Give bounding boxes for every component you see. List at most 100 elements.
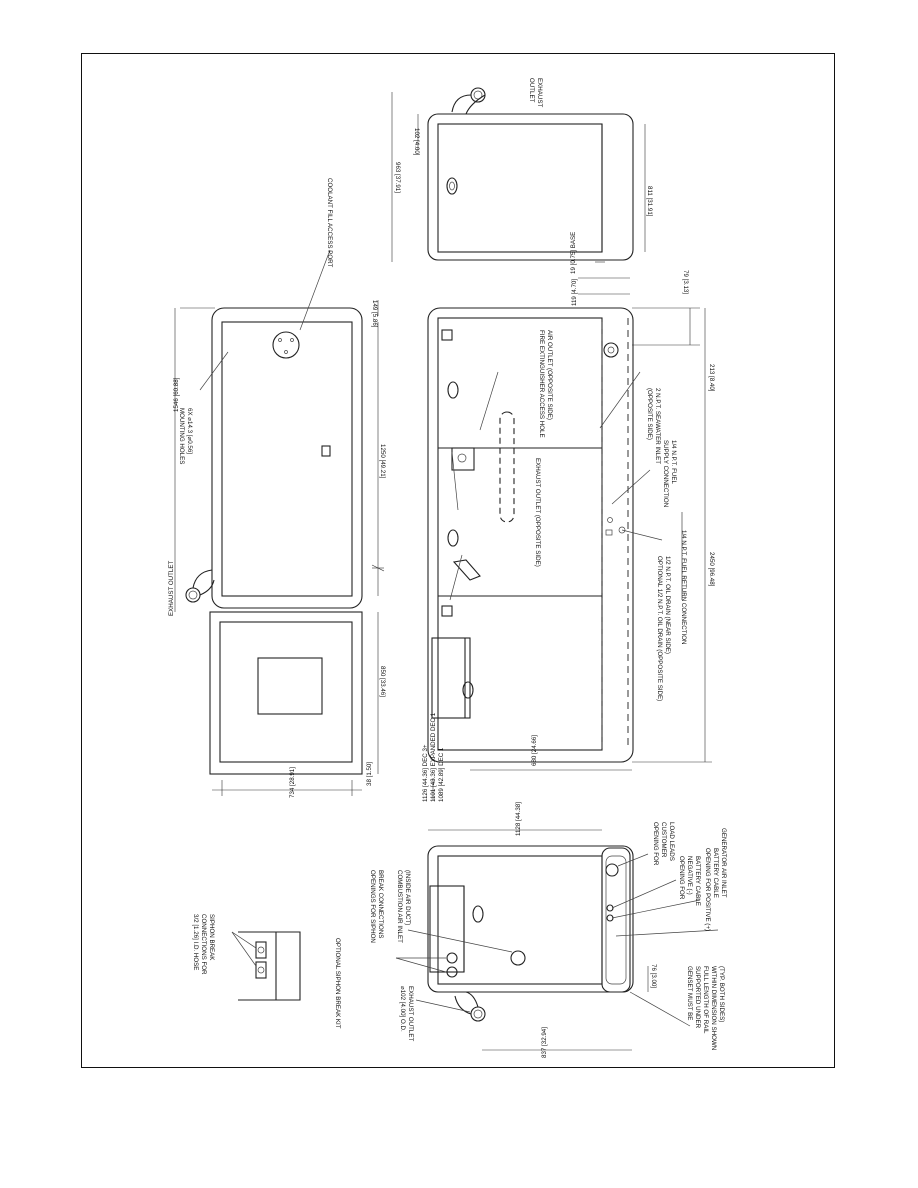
end-view-top bbox=[391, 87, 646, 263]
side-view bbox=[427, 277, 712, 800]
dim-850: 850 [33.46] bbox=[379, 666, 386, 697]
svg-text:EXHAUST OUTLET: EXHAUST OUTLET bbox=[407, 986, 414, 1041]
svg-text:OPTIONAL 1/2 N.P.T. OIL DRAIN: OPTIONAL 1/2 N.P.T. OIL DRAIN (OPPOSITE … bbox=[656, 556, 663, 701]
dim-119: 119 [4.70] bbox=[571, 279, 578, 306]
svg-text:(OPPOSITE SIDE): (OPPOSITE SIDE) bbox=[646, 388, 653, 440]
exhaust-opposite-label: EXHAUST OUTLET (OPPOSITE SIDE) bbox=[534, 458, 541, 567]
positive-label-2: BATTERY CABLE bbox=[712, 848, 719, 898]
dim-213: 213 [8.40] bbox=[708, 364, 715, 392]
negative-label-1: OPENING FOR bbox=[678, 856, 685, 900]
dim-1126: 1126 [44.36] DEC 3+ bbox=[422, 744, 429, 802]
genset-label-1: GENSET MUST BE bbox=[686, 966, 693, 1020]
svg-text:CUSTOMER: CUSTOMER bbox=[660, 822, 667, 858]
dim-2450: 2450 [96.48] bbox=[708, 552, 715, 587]
air-outlet-label: AIR OUTLET (OPPOSITE SIDE) bbox=[546, 330, 553, 420]
svg-text:WITHIN DIMENSION SHOWN: WITHIN DIMENSION SHOWN bbox=[710, 966, 717, 1050]
svg-text:SIPHON BREAK: SIPHON BREAK bbox=[208, 914, 215, 961]
oil-drain-label-1: 1/2 N.P.T. OIL DRAIN (NEAR SIDE) bbox=[664, 556, 671, 654]
openings-siphon-label-1: OPENINGS FOR SIPHON bbox=[369, 870, 376, 943]
gen-air-label: GENERATOR AIR INLET bbox=[720, 828, 727, 898]
svg-text:SUPPLY CONNECTION: SUPPLY CONNECTION bbox=[662, 440, 669, 507]
dim-1128: 1128 [44.38] bbox=[515, 802, 522, 836]
svg-text:NEGATIVE (-): NEGATIVE (-) bbox=[686, 856, 693, 895]
dim-79: 79 [3.13] bbox=[682, 270, 689, 294]
svg-text:(INSIDE AIR DUCT): (INSIDE AIR DUCT) bbox=[404, 870, 411, 925]
dim-1089: 1089 [42.89] DEC 1 bbox=[438, 747, 445, 802]
dim-102: 102 [4.00] bbox=[413, 128, 420, 156]
negative-label-2: NEGATIVE (-) bbox=[686, 856, 693, 895]
svg-text:3/2 [1.26] I.D. HOSE: 3/2 [1.26] I.D. HOSE bbox=[192, 914, 199, 970]
dim-1101: 1101 [43.36] EXPANDED DEC 1 bbox=[430, 712, 437, 802]
seawater-label-1: 2 N.P.T. SEAWATER INLET bbox=[654, 388, 661, 464]
svg-text:1/2 N.P.T. OIL DRAIN (NEAR SID: 1/2 N.P.T. OIL DRAIN (NEAR SIDE) bbox=[664, 556, 671, 654]
mounting-holes-label-2: MOUNTING HOLES bbox=[178, 408, 185, 464]
openings-siphon-label-2: BREAK CONNECTIONS bbox=[377, 870, 384, 938]
dim-1250: 1250 [49.21] bbox=[379, 444, 386, 479]
svg-text:OPENING FOR POSITIVE (+): OPENING FOR POSITIVE (+) bbox=[704, 848, 711, 931]
siphon-conn-label-2: CONNECTIONS FOR bbox=[200, 914, 207, 975]
exhaust-outlet-top-label-2: OUTLET bbox=[528, 78, 535, 103]
dim-149: 149 [5.86] bbox=[371, 300, 378, 328]
svg-text:(TYP. BOTH SIDES): (TYP. BOTH SIDES) bbox=[718, 966, 725, 1022]
svg-text:MOUNTING HOLES: MOUNTING HOLES bbox=[178, 408, 185, 464]
dim-38: 38 [1.50] bbox=[366, 762, 373, 786]
svg-text:1/4 N.P.T. FUEL RETURN CONNECT: 1/4 N.P.T. FUEL RETURN CONNECTION bbox=[680, 530, 687, 644]
exhaust-od-label-1: ⌀102 [4.00] O.D. bbox=[399, 986, 406, 1032]
customer-label-3: LOAD LEADS bbox=[668, 822, 675, 861]
genset-label-3: FULL LENGTH OF RAIL bbox=[702, 966, 709, 1034]
svg-text:BATTERY CABLE: BATTERY CABLE bbox=[694, 856, 701, 906]
siphon-conn-label-1: SIPHON BREAK bbox=[208, 914, 215, 961]
dim-76: 76 [3.00] bbox=[650, 964, 657, 988]
fire-extinguisher-label: FIRE EXTINGUISHER ACCESS HOLE bbox=[538, 330, 545, 438]
siphon-kit-label: OPTIONAL SIPHON BREAK KIT bbox=[334, 938, 341, 1029]
dim-19-base: 19 [0.75] BASE bbox=[570, 232, 577, 274]
siphon-break-kit bbox=[231, 931, 301, 1001]
exhaust-od-label-2: EXHAUST OUTLET bbox=[407, 986, 414, 1041]
svg-text:1/4 N.P.T. FUEL: 1/4 N.P.T. FUEL bbox=[670, 440, 677, 484]
dim-811: 811 [31.91] bbox=[646, 186, 653, 217]
svg-text:FULL LENGTH OF RAIL: FULL LENGTH OF RAIL bbox=[702, 966, 709, 1034]
negative-label-3: BATTERY CABLE bbox=[694, 856, 701, 906]
dim-680: 680 [24.66] bbox=[531, 735, 538, 766]
svg-text:2 N.P.T. SEAWATER INLET: 2 N.P.T. SEAWATER INLET bbox=[654, 388, 661, 464]
svg-text:BREAK CONNECTIONS: BREAK CONNECTIONS bbox=[377, 870, 384, 938]
mounting-holes-label-1: 6X ⌀14.3 [⌀0.56] bbox=[186, 408, 193, 454]
svg-text:LOAD LEADS: LOAD LEADS bbox=[668, 822, 675, 861]
exhaust-outlet-left-label: EXHAUST OUTLET bbox=[168, 561, 175, 616]
dim-963: 963 [37.91] bbox=[394, 162, 401, 193]
dim-734: 734 [28.91] bbox=[289, 767, 296, 798]
svg-text:EXHAUST: EXHAUST bbox=[536, 78, 543, 107]
svg-text:6X ⌀14.3 [⌀0.56]: 6X ⌀14.3 [⌀0.56] bbox=[186, 408, 193, 454]
genset-label-5: (TYP. BOTH SIDES) bbox=[718, 966, 725, 1022]
fuel-supply-label-2: SUPPLY CONNECTION bbox=[662, 440, 669, 507]
seawater-label-2: (OPPOSITE SIDE) bbox=[646, 388, 653, 440]
dim-1546: 1546 [60.88] bbox=[173, 377, 180, 412]
svg-text:CONNECTIONS FOR: CONNECTIONS FOR bbox=[200, 914, 207, 975]
svg-text:GENSET MUST BE: GENSET MUST BE bbox=[686, 966, 693, 1020]
customer-label-1: OPENING FOR bbox=[652, 822, 659, 866]
svg-text:OUTLET: OUTLET bbox=[528, 78, 535, 103]
front-view bbox=[395, 829, 719, 1051]
oil-drain-label-2: OPTIONAL 1/2 N.P.T. OIL DRAIN (OPPOSITE … bbox=[656, 556, 663, 701]
fuel-supply-label-1: 1/4 N.P.T. FUEL bbox=[670, 440, 677, 484]
exhaust-outlet-top-label-1: EXHAUST bbox=[536, 78, 543, 107]
svg-text:SUPPORTED UNDER: SUPPORTED UNDER bbox=[694, 966, 701, 1029]
combustion-label-1: COMBUSTION AIR INLET bbox=[396, 870, 403, 943]
top-view bbox=[174, 249, 385, 796]
oil-drain-label-3: 1/4 N.P.T. FUEL RETURN CONNECTION bbox=[680, 530, 687, 644]
svg-text:BATTERY CABLE: BATTERY CABLE bbox=[712, 848, 719, 898]
dim-837: 837 [32.94] bbox=[541, 1027, 548, 1058]
customer-label-2: CUSTOMER bbox=[660, 822, 667, 858]
combustion-label-2: (INSIDE AIR DUCT) bbox=[404, 870, 411, 925]
svg-text:OPENING FOR: OPENING FOR bbox=[652, 822, 659, 866]
drawing-frame bbox=[81, 53, 835, 1068]
svg-text:COMBUSTION AIR INLET: COMBUSTION AIR INLET bbox=[396, 870, 403, 943]
svg-text:OPENINGS FOR SIPHON: OPENINGS FOR SIPHON bbox=[369, 870, 376, 943]
genset-label-4: WITHIN DIMENSION SHOWN bbox=[710, 966, 717, 1050]
genset-label-2: SUPPORTED UNDER bbox=[694, 966, 701, 1029]
svg-text:⌀102 [4.00] O.D.: ⌀102 [4.00] O.D. bbox=[399, 986, 406, 1032]
svg-text:OPENING FOR: OPENING FOR bbox=[678, 856, 685, 900]
siphon-conn-label-3: 3/2 [1.26] I.D. HOSE bbox=[192, 914, 199, 970]
coolant-fill-label: COOLANT FILL ACCESS PORT bbox=[326, 178, 333, 268]
